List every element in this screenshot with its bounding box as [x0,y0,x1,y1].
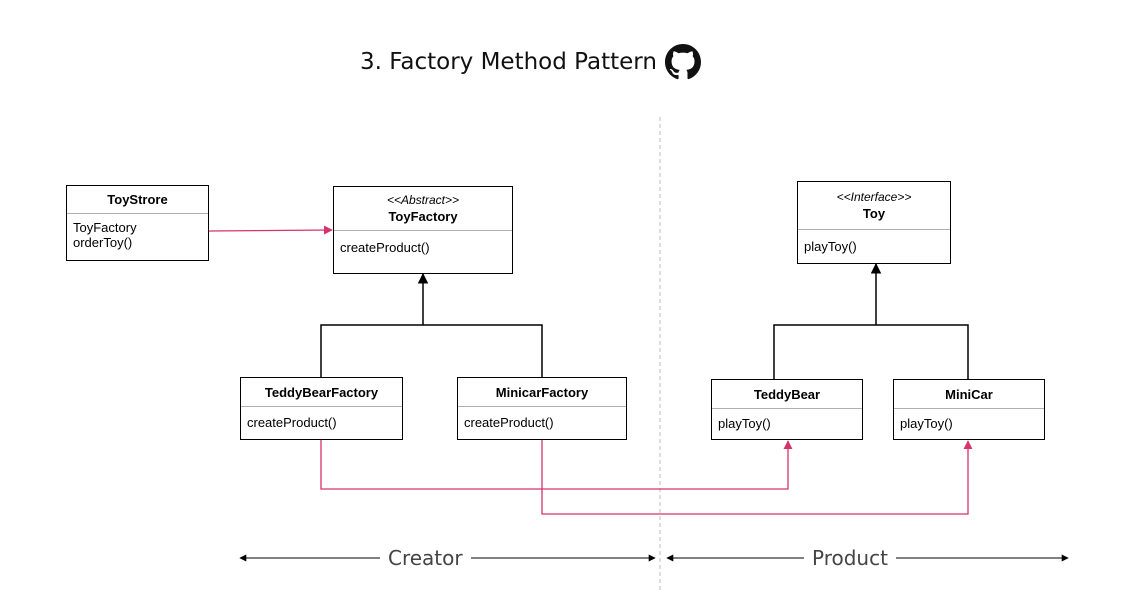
toy-inheritance-connector [773,262,969,379]
minicarfactory-class[interactable]: MinicarFactory createProduct() [457,377,627,440]
toy-interface[interactable]: <<Interface>> Toy playToy() [797,181,951,264]
minicar-class[interactable]: MiniCar playToy() [893,379,1045,440]
toystore-member: orderToy() [73,235,133,250]
toyfactory-stereotype: <<Abstract>> [386,192,460,207]
toy-members: playToy() [798,230,950,260]
toy-header: <<Interface>> Toy [798,182,950,230]
teddybearfactory-member: createProduct() [247,415,337,430]
minicarfactory-member: createProduct() [464,415,554,430]
toystore-name: ToyStrore [107,192,168,207]
toyfactory-name: ToyFactory [388,208,458,224]
teddybear-name: TeddyBear [753,386,821,402]
factory-inheritance-connector [320,272,543,377]
page-title-text: 3. Factory Method Pattern [360,49,657,75]
minicarfactory-to-minicar-arrow [541,440,973,515]
toy-stereotype: <<Interface>> [836,189,912,204]
toystore-member: ToyFactory [73,220,137,235]
toystore-to-toyfactory-arrow [208,225,333,235]
minicarfactory-members: createProduct() [458,407,626,436]
teddybearfactory-members: createProduct() [241,407,402,436]
toy-member: playToy() [804,239,857,254]
toyfactory-members: createProduct() [334,231,512,261]
teddybear-member: playToy() [718,416,771,431]
minicar-member: playToy() [900,416,953,431]
toyfactory-class[interactable]: <<Abstract>> ToyFactory createProduct() [333,186,513,274]
minicar-name: MiniCar [945,386,993,402]
toyfactory-member: createProduct() [340,240,430,255]
teddybear-members: playToy() [712,409,862,437]
page-title: 3. Factory Method Pattern [360,44,701,80]
teddybearfactory-to-teddybear-arrow [320,440,793,490]
toystore-header: ToyStrore [67,186,208,214]
product-label: Product [804,546,896,570]
toy-name: Toy [862,205,886,221]
minicar-header: MiniCar [894,380,1044,409]
toystore-class[interactable]: ToyStrore ToyFactory orderToy() [66,185,209,261]
creator-label: Creator [380,546,471,570]
minicarfactory-name: MinicarFactory [495,384,589,400]
minicar-members: playToy() [894,409,1044,437]
teddybearfactory-name: TeddyBearFactory [264,384,379,400]
toyfactory-header: <<Abstract>> ToyFactory [334,187,512,231]
teddybearfactory-header: TeddyBearFactory [241,378,402,407]
github-icon [664,44,701,80]
minicarfactory-header: MinicarFactory [458,378,626,407]
teddybear-header: TeddyBear [712,380,862,409]
teddybear-class[interactable]: TeddyBear playToy() [711,379,863,440]
toystore-members: ToyFactory orderToy() [67,214,208,256]
teddybearfactory-class[interactable]: TeddyBearFactory createProduct() [240,377,403,440]
